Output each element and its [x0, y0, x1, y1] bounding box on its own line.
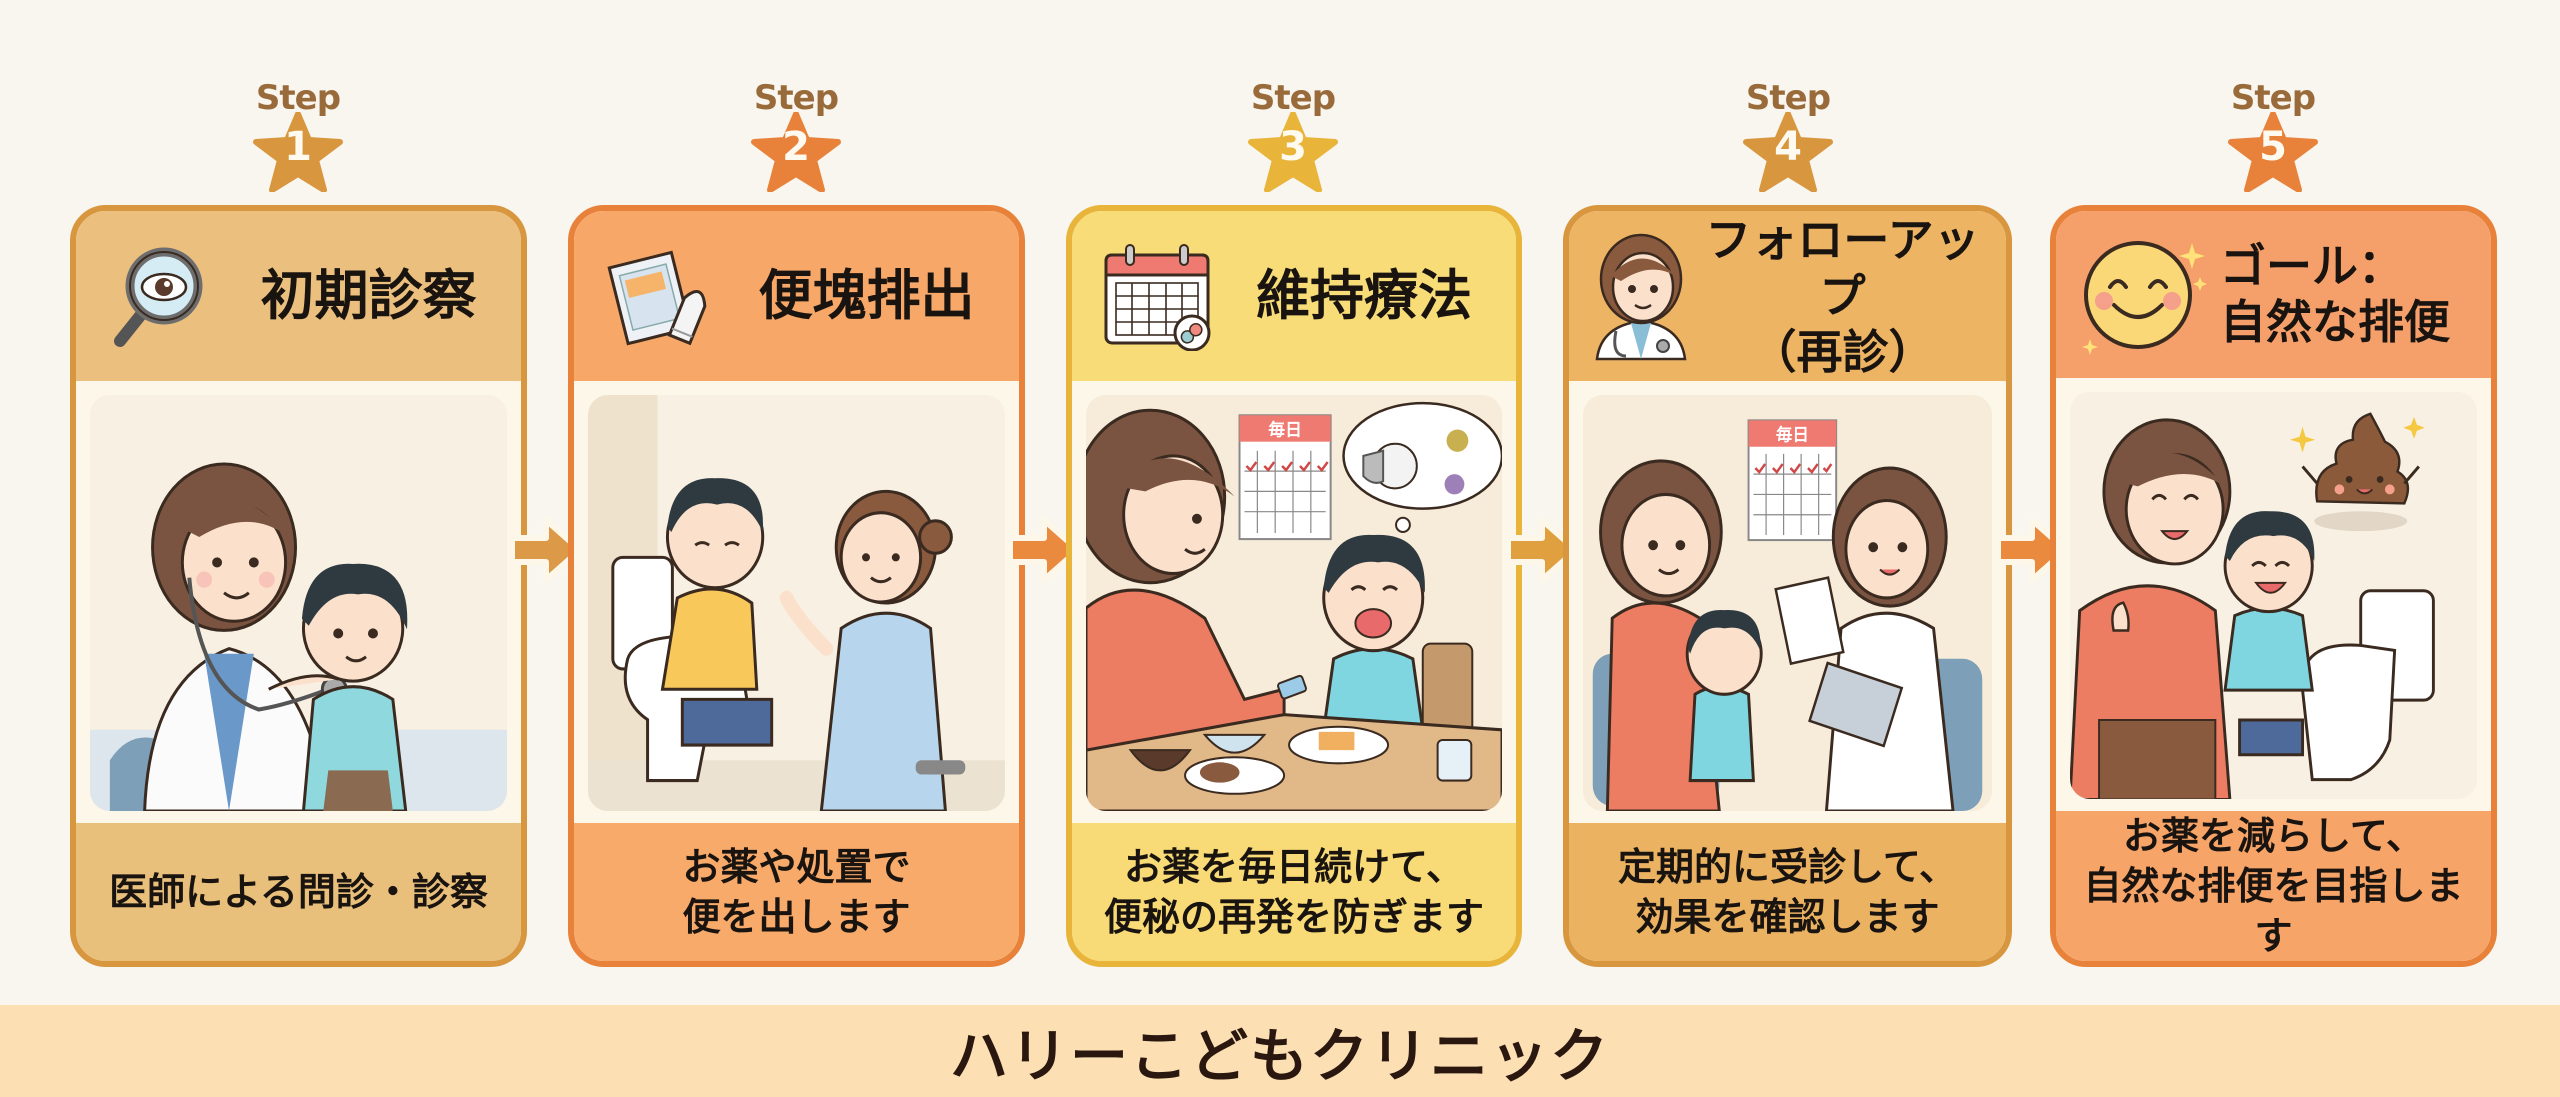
arrow-right-icon [1992, 510, 2072, 590]
card-illustration [76, 381, 521, 823]
caption-line: お薬や処置で [682, 845, 911, 889]
title-line: 自然な排便 [2220, 295, 2450, 350]
card-illustration: 毎日 [1569, 381, 2006, 823]
smiley-face-sparkle-icon [2080, 229, 2210, 359]
caption-line: 効果を確認します [1635, 895, 1940, 939]
card-caption: お薬や処置で 便を出します [574, 823, 1019, 961]
card-illustration [574, 381, 1019, 823]
child-on-toilet-with-nurse-illustration [588, 395, 1005, 811]
step-1-badge: Step 1 [228, 80, 368, 205]
step-card-follow-up: フォローアップ （再診） 毎日 [1563, 205, 2012, 967]
star-icon: 2 [746, 112, 846, 192]
step-card-initial-exam: 初期診察 [70, 205, 527, 967]
step-card-maintenance-therapy: 維持療法 毎日 [1066, 205, 1522, 967]
card-title: ゴール： 自然な排便 [2220, 238, 2473, 350]
calendar-pill-icon [1102, 241, 1212, 352]
step-3-badge: Step 3 [1223, 80, 1363, 205]
caption-line: お薬を毎日続けて、 [1123, 845, 1465, 889]
step-number: 3 [1279, 124, 1307, 170]
step-label: Step [2230, 78, 2316, 118]
medicine-packet-suppository-icon [604, 241, 714, 351]
calendar-label: 毎日 [1776, 424, 1809, 444]
card-caption: 医師による問診・診察 [76, 823, 521, 961]
step-number: 5 [2259, 124, 2287, 170]
doctor-examining-child-illustration [90, 395, 507, 811]
title-line: （再診） [1750, 325, 1935, 379]
footer-banner: ハリーこどもクリニック [0, 1005, 2560, 1097]
caption-line: 定期的に受診して、 [1618, 845, 1957, 889]
card-title: 便塊排出 [758, 264, 975, 327]
doctor-avatar-icon [1591, 231, 1691, 361]
arrow-right-icon [506, 510, 586, 590]
step-4-badge: Step 4 [1718, 80, 1858, 205]
step-card-goal: ゴール： 自然な排便 [2050, 205, 2497, 967]
caption-line: 自然な排便を目指します [2083, 864, 2464, 958]
arrow-right-icon [1004, 510, 1084, 590]
clinic-name: ハリーこどもクリニック [949, 1022, 1610, 1090]
caption-line: 便秘の再発を防ぎます [1103, 895, 1484, 939]
step-label: Step [753, 78, 839, 118]
card-header: 初期診察 [76, 211, 521, 381]
happy-child-on-toilet-with-parent-and-poop-illustration [2070, 391, 2477, 799]
card-caption: お薬を毎日続けて、 便秘の再発を防ぎます [1072, 823, 1516, 961]
card-header: 便塊排出 [574, 211, 1019, 381]
card-header: フォローアップ （再診） [1569, 211, 2006, 381]
caption-line: 便を出します [682, 895, 911, 939]
step-5-badge: Step 5 [2203, 80, 2343, 205]
step-label: Step [1745, 78, 1831, 118]
step-number: 1 [284, 124, 312, 170]
mother-giving-medicine-at-meal-illustration: 毎日 [1086, 395, 1502, 811]
star-icon: 1 [248, 112, 348, 192]
step-2-badge: Step 2 [726, 80, 866, 205]
title-line: フォローアップ [1705, 213, 1980, 323]
card-title: 初期診察 [260, 264, 477, 327]
step-label: Step [255, 78, 341, 118]
card-header: 維持療法 [1072, 211, 1516, 381]
doctor-reviewing-checklist-with-family-illustration: 毎日 [1583, 395, 1992, 811]
step-number: 4 [1774, 124, 1802, 170]
title-line: ゴール： [2220, 239, 2404, 294]
card-illustration: 毎日 [1072, 381, 1516, 823]
card-header: ゴール： 自然な排便 [2056, 211, 2491, 378]
magnifier-eye-icon [106, 241, 216, 351]
caption-line: お薬を減らして、 [2123, 814, 2424, 858]
card-caption: 定期的に受診して、 効果を確認します [1569, 823, 2006, 961]
step-card-disimpaction: 便塊排出 [568, 205, 1025, 967]
card-illustration [2056, 377, 2491, 811]
arrow-right-icon [1502, 510, 1582, 590]
step-label: Step [1250, 78, 1336, 118]
card-title: フォローアップ （再診） [1697, 212, 1988, 380]
step-number: 2 [782, 124, 810, 170]
star-icon: 5 [2223, 112, 2323, 192]
card-title: 維持療法 [1256, 264, 1472, 327]
card-caption: お薬を減らして、 自然な排便を目指します [2056, 811, 2491, 961]
calendar-label: 毎日 [1268, 419, 1302, 440]
star-icon: 3 [1243, 112, 1343, 192]
star-icon: 4 [1738, 112, 1838, 192]
